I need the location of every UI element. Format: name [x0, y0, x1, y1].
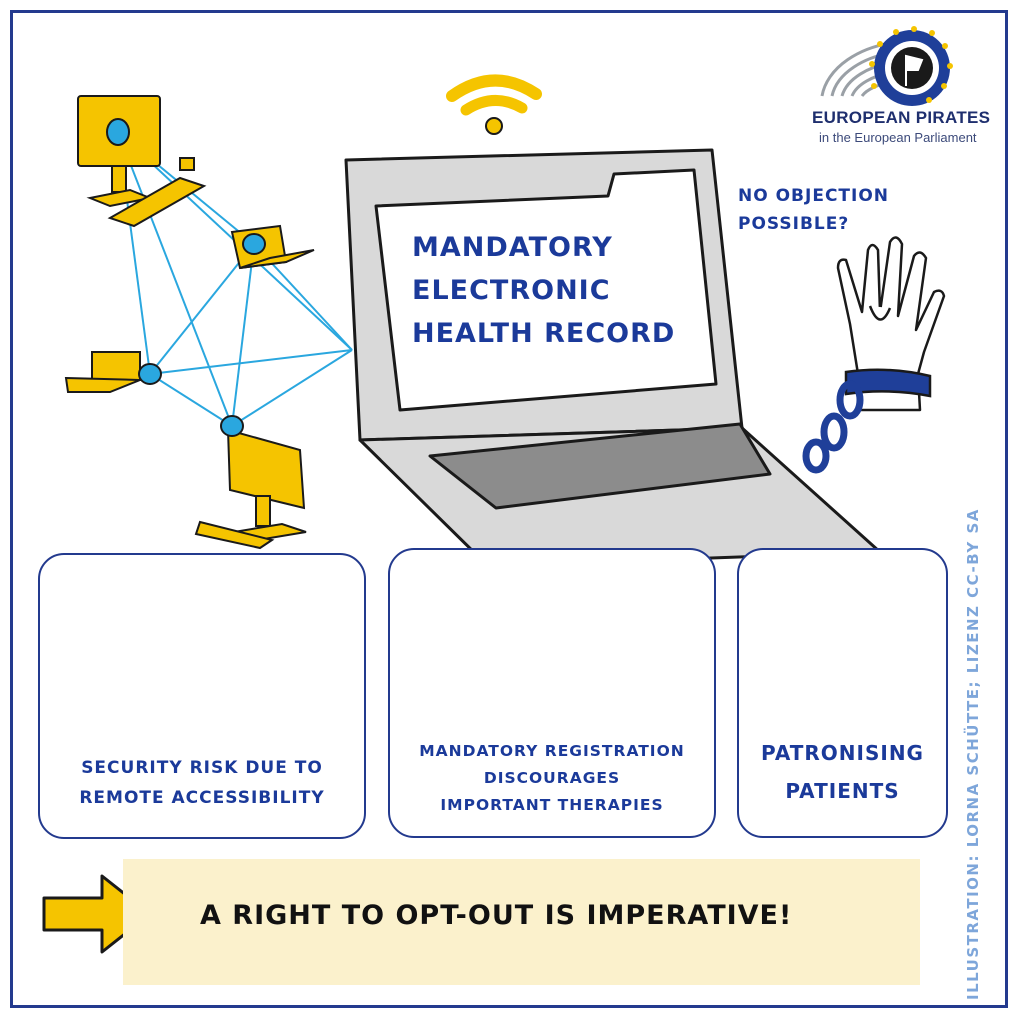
- card-line: MANDATORY REGISTRATION: [419, 742, 685, 760]
- card-label: SECURITY RISK DUE TO REMOTE ACCESSIBILIT…: [40, 753, 364, 813]
- screen-line: MANDATORY: [412, 232, 613, 263]
- card-label: MANDATORY REGISTRATION DISCOURAGES IMPOR…: [390, 738, 714, 819]
- network-nodes: [106, 118, 266, 437]
- card-mandatory-registration: MANDATORY REGISTRATION DISCOURAGES IMPOR…: [388, 548, 716, 838]
- card-line: IMPORTANT THERAPIES: [440, 796, 664, 814]
- wifi-icon: [446, 74, 542, 135]
- card-line: SECURITY RISK DUE TO: [81, 758, 323, 778]
- handcuff-chain-icon: [802, 368, 932, 474]
- card-line: PATRONISING: [761, 741, 924, 765]
- desktop-computer-icon-bottom: [194, 428, 307, 550]
- screen-line: ELECTRONIC: [412, 275, 611, 306]
- card-security-risk: SECURITY RISK DUE TO REMOTE ACCESSIBILIT…: [38, 553, 366, 839]
- card-label: PATRONISING PATIENTS: [739, 734, 946, 810]
- screen-line: HEALTH RECORD: [412, 318, 676, 349]
- illustration-credit: ILLUSTRATION: LORNA SCHÜTTE; LIZENZ CC-B…: [964, 508, 982, 1000]
- desktop-computer-icon: [77, 95, 207, 228]
- laptop-screen-text: MANDATORY ELECTRONIC HEALTH RECORD: [412, 226, 692, 355]
- laptop-icon: [344, 148, 882, 568]
- laptop-computer-icon-left: [64, 351, 141, 393]
- pirate-flag-icon: [869, 26, 953, 106]
- card-line: REMOTE ACCESSIBILITY: [79, 788, 325, 808]
- logo-title: EUROPEAN PIRATES: [812, 108, 991, 127]
- objection-line: NO OBJECTION: [738, 186, 890, 206]
- card-patronising-patients: PATRONISING PATIENTS: [737, 548, 948, 838]
- objection-line: POSSIBLE?: [738, 214, 850, 234]
- logo-subtitle: in the European Parliament: [819, 130, 977, 145]
- objection-question: NO OBJECTION POSSIBLE?: [738, 182, 928, 238]
- conclusion-text: A RIGHT TO OPT-OUT IS IMPERATIVE!: [200, 900, 793, 931]
- conclusion-banner: [123, 859, 920, 985]
- card-line: PATIENTS: [785, 779, 900, 803]
- card-line: DISCOURAGES: [483, 769, 621, 787]
